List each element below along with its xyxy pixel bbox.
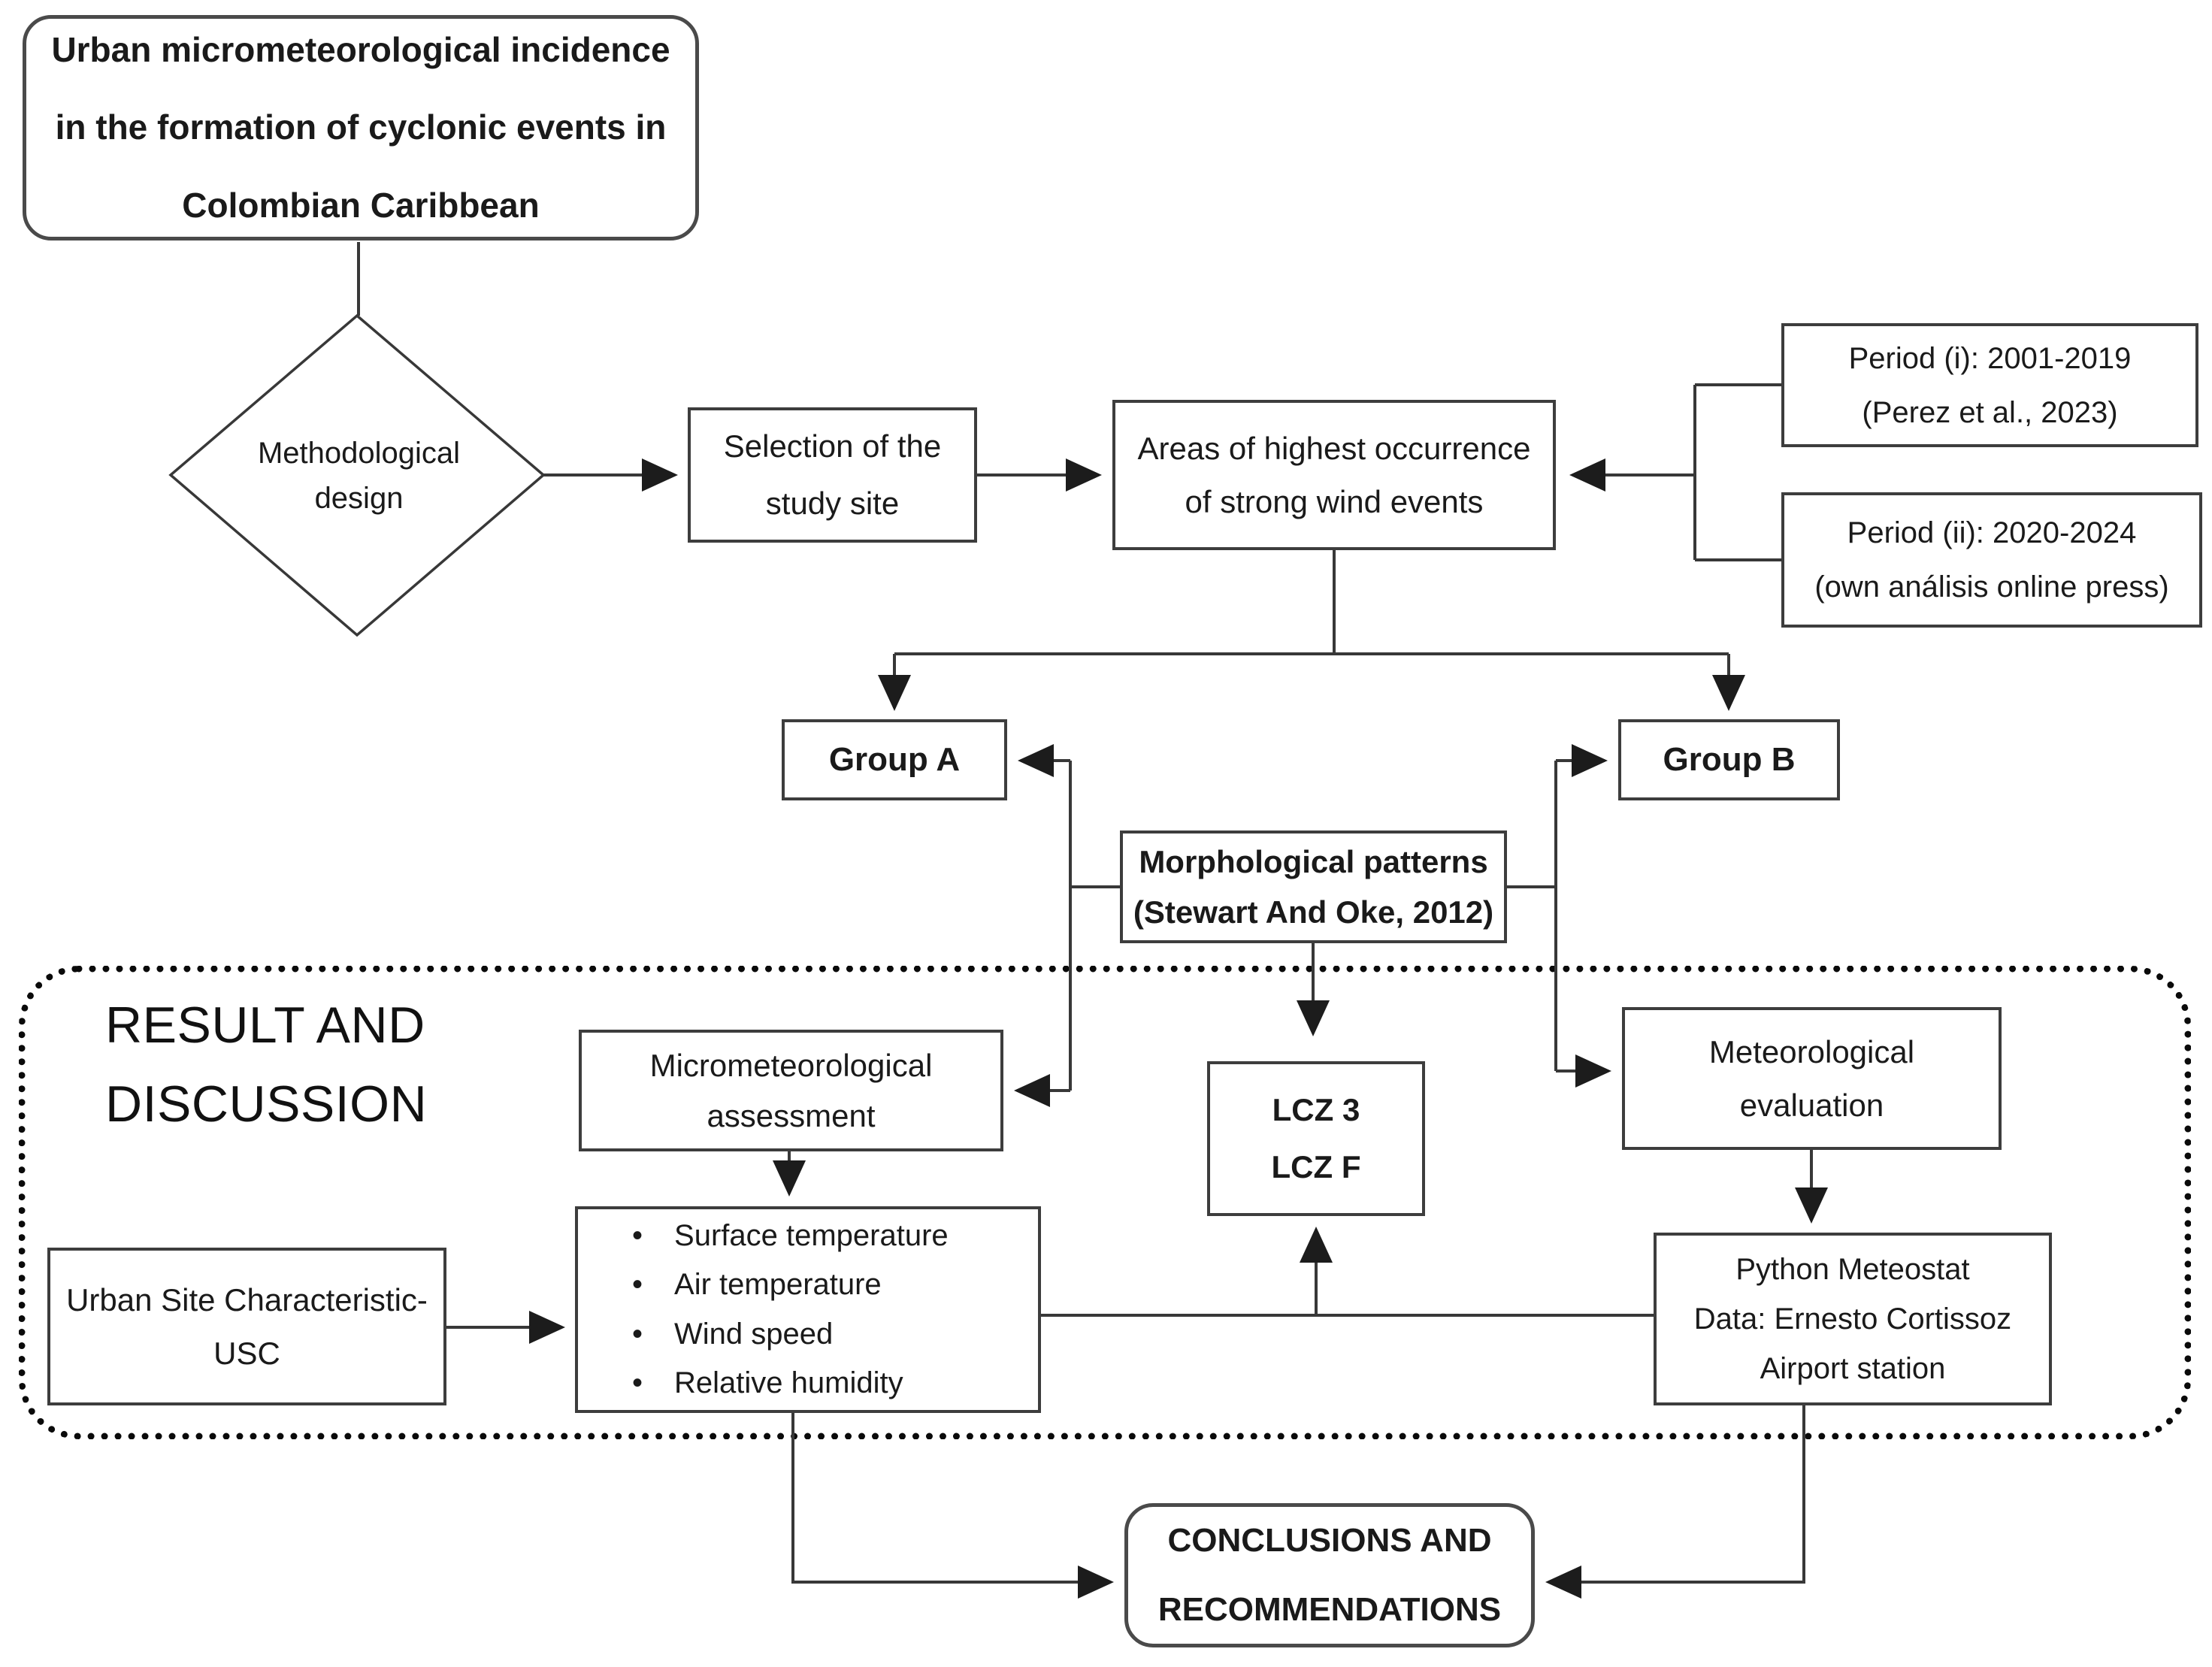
urban-site-characteristic-node: Urban Site Characteristic- USC <box>47 1248 446 1405</box>
label-line: RESULT AND <box>105 997 425 1054</box>
micrometeorological-assessment-node: Micrometeorological assessment <box>579 1030 1003 1151</box>
node-line: USC <box>213 1336 280 1371</box>
node-line: (Perez et al., 2023) <box>1862 395 2118 429</box>
title-line: Colombian Caribbean <box>182 185 540 225</box>
node-line: Micrometeorological <box>649 1047 933 1083</box>
python-meteostat-node: Python Meteostat Data: Ernesto Cortissoz… <box>1654 1233 2052 1405</box>
period-i-node: Period (i): 2001-2019 (Perez et al., 202… <box>1781 323 2198 447</box>
title-line: Urban micrometeorological incidence <box>51 29 670 69</box>
bullet-text: Relative humidity <box>674 1366 903 1399</box>
bullet-item: Wind speed <box>632 1310 833 1359</box>
node-line: CONCLUSIONS AND <box>1167 1521 1492 1559</box>
diamond-line: Methodological <box>257 436 461 470</box>
bullet-item: Air temperature <box>632 1260 882 1309</box>
group-a-node: Group A <box>782 719 1007 800</box>
node-line: Airport station <box>1760 1352 1946 1385</box>
node-line: Group A <box>828 740 961 778</box>
node-line: LCZ F <box>1271 1149 1361 1184</box>
bullet-item: Surface temperature <box>632 1212 949 1260</box>
bullet-item: Relative humidity <box>632 1359 903 1408</box>
bullet-text: Surface temperature <box>674 1219 949 1253</box>
node-line: Data: Ernesto Cortissoz <box>1693 1302 2012 1336</box>
group-b-node: Group B <box>1618 719 1840 800</box>
node-line: Group B <box>1663 740 1796 778</box>
areas-highest-occurrence-node: Areas of highest occurrence of strong wi… <box>1112 400 1556 550</box>
node-line: assessment <box>707 1098 876 1133</box>
title-line: in the formation of cyclonic events in <box>55 107 667 147</box>
node-line: Meteorological <box>1708 1033 1915 1069</box>
node-line: (own análisis online press) <box>1814 570 2169 604</box>
node-line: LCZ 3 <box>1272 1092 1360 1128</box>
node-line: Morphological patterns <box>1139 843 1488 879</box>
node-line: Areas of highest occurrence <box>1137 430 1531 466</box>
node-line: Period (ii): 2020-2024 <box>1847 516 2137 549</box>
node-line: Python Meteostat <box>1735 1253 1970 1286</box>
methodological-design-diamond-label: Methodological design <box>214 410 504 541</box>
node-line: (Stewart And Oke, 2012) <box>1133 894 1494 930</box>
bullet-text: Wind speed <box>674 1317 834 1351</box>
period-ii-node: Period (ii): 2020-2024 (own análisis onl… <box>1781 492 2202 628</box>
title-node: Urban micrometeorological incidence in t… <box>23 15 699 241</box>
conclusions-node: CONCLUSIONS AND RECOMMENDATIONS <box>1124 1503 1535 1647</box>
diamond-line: design <box>314 481 404 515</box>
meteorological-evaluation-node: Meteorological evaluation <box>1622 1007 2002 1150</box>
node-line: Selection of the <box>723 428 942 464</box>
node-line: of strong wind events <box>1185 484 1484 519</box>
morphological-patterns-node: Morphological patterns (Stewart And Oke,… <box>1120 830 1507 943</box>
result-discussion-label: RESULT AND DISCUSSION <box>105 986 427 1145</box>
label-line: DISCUSSION <box>105 1076 428 1133</box>
node-line: study site <box>765 486 900 521</box>
measurements-node: Surface temperature Air temperature Wind… <box>575 1206 1041 1413</box>
node-line: Period (i): 2001-2019 <box>1848 341 2132 375</box>
selection-study-site-node: Selection of the study site <box>688 407 977 543</box>
lcz-node: LCZ 3 LCZ F <box>1207 1061 1425 1216</box>
node-line: evaluation <box>1739 1088 1884 1123</box>
node-line: RECOMMENDATIONS <box>1157 1591 1502 1628</box>
node-line: Urban Site Characteristic- <box>66 1281 428 1318</box>
bullet-text: Air temperature <box>674 1268 882 1302</box>
